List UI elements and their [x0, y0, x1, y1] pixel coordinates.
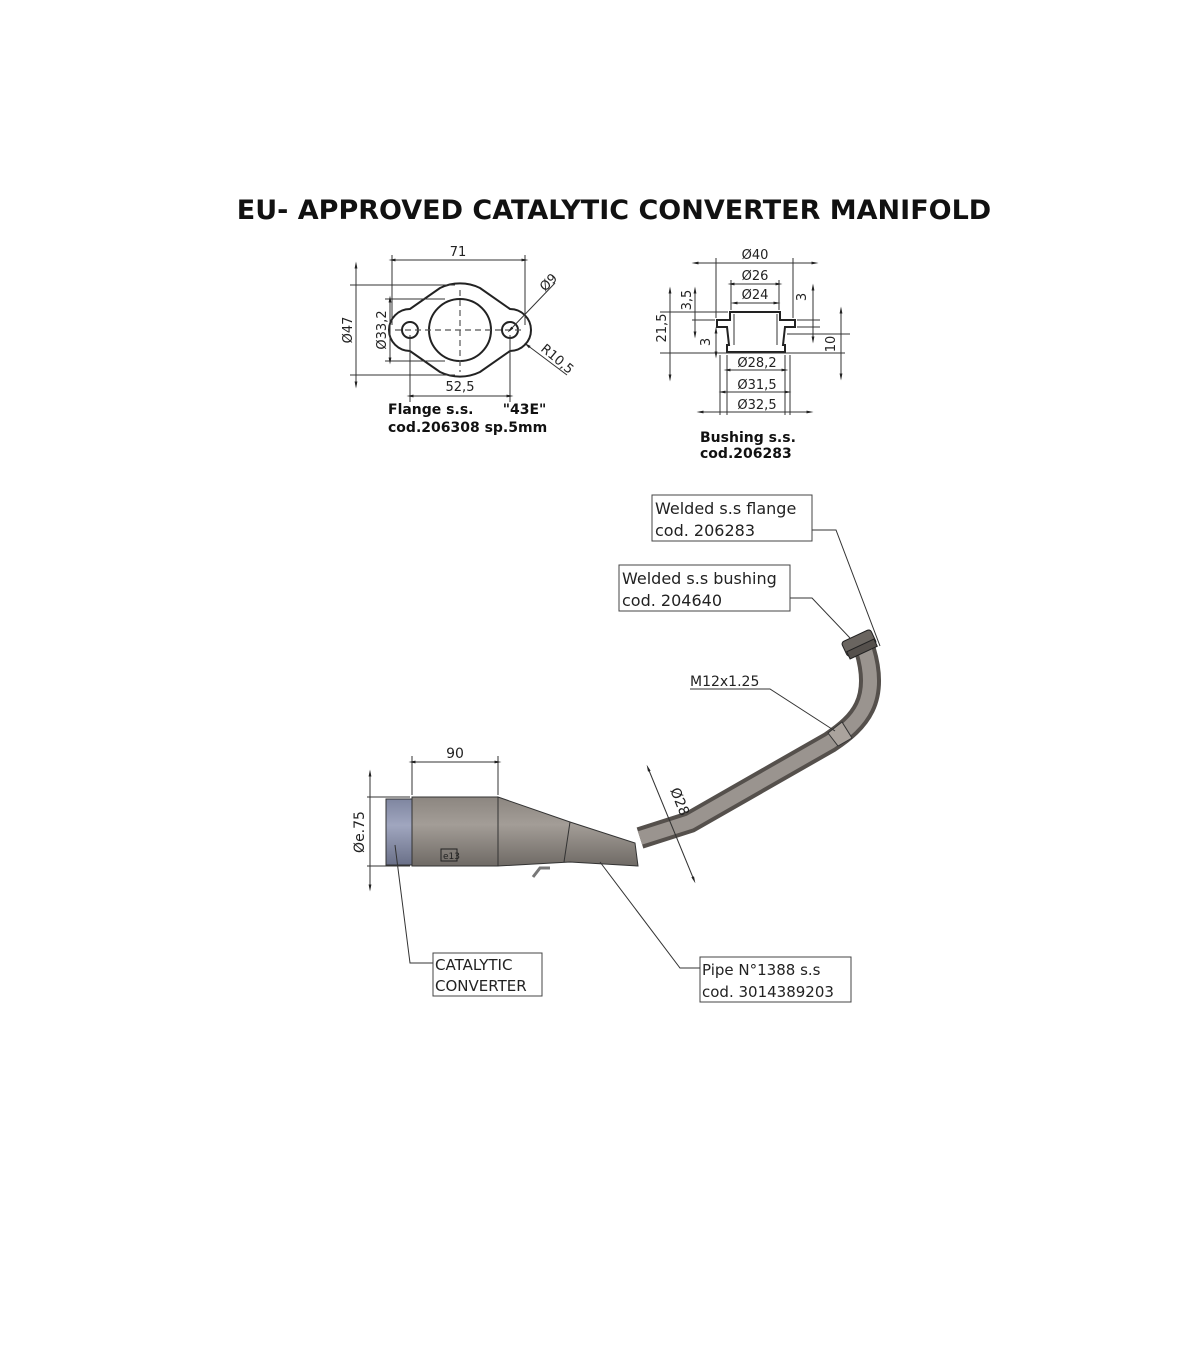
dim-bushing-32-5: Ø32,5	[737, 398, 776, 413]
dim-bushing-3-5: 3,5	[680, 290, 695, 311]
svg-text:Welded s.s flange: Welded s.s flange	[655, 499, 796, 518]
svg-text:Welded s.s bushing: Welded s.s bushing	[622, 569, 777, 588]
bushing-code: cod.206283	[700, 446, 792, 462]
svg-text:cod. 3014389203: cod. 3014389203	[702, 983, 834, 1001]
dim-bushing-21-5: 21,5	[655, 314, 670, 343]
dim-bushing-40: Ø40	[742, 248, 769, 263]
dim-flange-bore: Ø33,2	[375, 310, 390, 349]
flange-drawing: 71 Ø47 Ø33,2 52,5 Ø9 R10,5 Flange s.s. "…	[341, 245, 576, 436]
svg-text:Pipe N°1388 s.s: Pipe N°1388 s.s	[702, 961, 821, 979]
flange-code: cod.206308 sp.5mm	[388, 420, 547, 436]
svg-text:CATALYTIC: CATALYTIC	[435, 956, 512, 974]
bushing-drawing: Ø40 Ø26 Ø24 21,5 3,5 3 3 10 Ø28,2 Ø31,5 …	[655, 248, 850, 462]
dim-bushing-28-2: Ø28,2	[737, 356, 776, 371]
dim-cat-length: 90	[446, 746, 464, 762]
manifold-assembly: e13 90 Øe.75 Ø28	[352, 529, 881, 969]
dim-hole-spacing: 52,5	[446, 380, 475, 395]
dim-bushing-3-right: 3	[795, 293, 810, 301]
callout-catalytic: CATALYTIC CONVERTER	[432, 952, 543, 997]
dim-bushing-3-left: 3	[699, 338, 714, 346]
dim-radius: R10,5	[537, 342, 576, 378]
dim-hole-dia: Ø9	[537, 271, 561, 295]
dim-pipe-diameter: Ø28	[666, 786, 692, 819]
callout-bushing: Welded s.s bushing cod. 204640	[618, 564, 791, 612]
dim-flange-width: 71	[450, 245, 467, 260]
svg-text:cod. 206283: cod. 206283	[655, 521, 755, 540]
dim-bushing-24: Ø24	[742, 288, 769, 303]
callout-thread: M12x1.25	[690, 674, 759, 690]
dim-flange-outer: Ø47	[341, 317, 356, 344]
svg-text:CONVERTER: CONVERTER	[435, 977, 527, 995]
svg-text:cod. 204640: cod. 204640	[622, 591, 722, 610]
flange-label: Flange s.s. "43E"	[388, 402, 546, 418]
dim-bushing-31-5: Ø31,5	[737, 378, 776, 393]
dim-bushing-26: Ø26	[742, 269, 769, 284]
callout-pipe: Pipe N°1388 s.s cod. 3014389203	[699, 956, 852, 1003]
dim-cat-diameter: Øe.75	[352, 811, 368, 853]
bushing-label: Bushing s.s.	[700, 430, 796, 446]
catalytic-inlet	[385, 798, 413, 866]
homologation-mark: e13	[443, 852, 460, 862]
callout-flange: Welded s.s flange cod. 206283	[651, 494, 813, 542]
dim-bushing-10: 10	[824, 336, 839, 353]
page-title: EU- APPROVED CATALYTIC CONVERTER MANIFOL…	[237, 195, 991, 226]
